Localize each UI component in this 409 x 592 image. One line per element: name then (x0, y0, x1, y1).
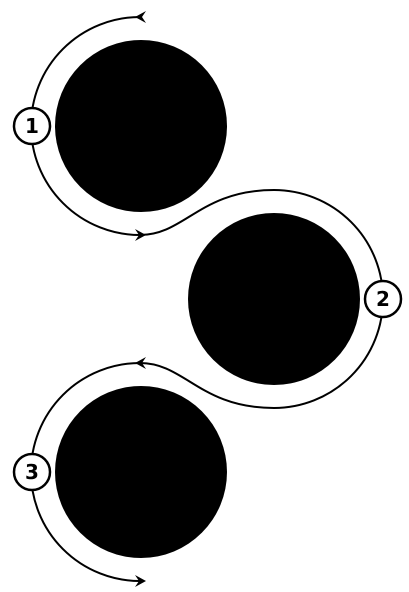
step-badge-2-label: 2 (376, 287, 390, 311)
arrowhead-before-segment-3 (135, 357, 146, 369)
step-badge-3-label: 3 (25, 460, 39, 484)
path-connector-1-2 (139, 189, 275, 236)
step-badge-2: 2 (363, 279, 403, 319)
step-badge-1-label: 1 (25, 114, 39, 138)
step-badge-2-circle (363, 279, 403, 319)
disc-2 (188, 213, 360, 385)
step-badge-3-circle (12, 452, 52, 492)
arrowhead-after-segment-1 (135, 229, 146, 241)
path-connector-2-3 (139, 362, 275, 409)
arrowhead-end (135, 575, 146, 587)
disc-1 (55, 40, 227, 212)
step-badge-1: 1 (12, 106, 52, 146)
disc-3 (55, 386, 227, 558)
arrowhead-top (135, 11, 146, 23)
step-badge-3: 3 (12, 452, 52, 492)
step-badge-1-circle (12, 106, 52, 146)
